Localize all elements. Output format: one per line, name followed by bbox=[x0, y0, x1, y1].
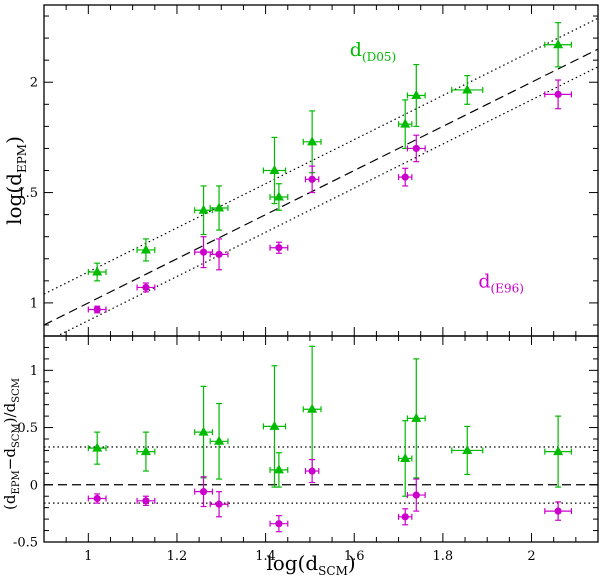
e96-series bbox=[87, 79, 573, 314]
dotted-reference-line bbox=[44, 17, 598, 295]
circle-point bbox=[215, 500, 223, 508]
triangle-point bbox=[273, 464, 284, 474]
triangle-point bbox=[400, 452, 411, 462]
top-panel: 11.52d(D05)d(E96)log(dEPM) bbox=[2, 4, 599, 337]
label-part: −d bbox=[1, 448, 19, 471]
label-part: ) bbox=[348, 551, 356, 575]
series-annotation: d(E96) bbox=[478, 270, 524, 295]
circle-point bbox=[554, 507, 562, 515]
triangle-point bbox=[411, 412, 422, 422]
triangle-point bbox=[92, 266, 103, 276]
label-sub: EPM bbox=[15, 144, 29, 173]
circle-point bbox=[308, 467, 316, 475]
y-tick-label: 1.5 bbox=[17, 186, 38, 201]
d05-series bbox=[87, 345, 573, 497]
circle-point bbox=[199, 488, 208, 496]
error-bar bbox=[136, 238, 156, 262]
label-sub: SCM bbox=[318, 564, 348, 578]
circle-point bbox=[275, 520, 283, 528]
x-tick-label: 1.6 bbox=[344, 549, 365, 564]
y-tick-label: 1 bbox=[30, 364, 38, 379]
triangle-point bbox=[92, 442, 103, 452]
dotted-reference-line bbox=[55, 66, 598, 336]
label-part: log(d bbox=[2, 173, 26, 225]
circle-point bbox=[142, 497, 150, 505]
series-annotation: d(D05) bbox=[350, 39, 396, 64]
triangle-point bbox=[214, 435, 225, 445]
circle-point bbox=[199, 248, 208, 256]
triangle-point bbox=[198, 204, 209, 214]
x-tick-label: 1.4 bbox=[255, 549, 276, 564]
triangle-point bbox=[269, 420, 280, 430]
circle-point bbox=[275, 244, 283, 252]
dashed-reference-line bbox=[44, 48, 598, 326]
circle-point bbox=[412, 491, 420, 499]
triangle-point bbox=[462, 84, 473, 94]
d05-series bbox=[87, 22, 573, 282]
x-tick-label: 1.2 bbox=[167, 549, 188, 564]
triangle-point bbox=[269, 165, 280, 174]
y-tick-label: 0 bbox=[30, 478, 38, 493]
triangle-point bbox=[140, 244, 151, 254]
label-part: log(d bbox=[266, 551, 318, 575]
label-part: ) bbox=[2, 136, 26, 144]
plot-frame bbox=[43, 335, 599, 543]
y-axis-label: log(dEPM) bbox=[2, 136, 29, 225]
triangle-point bbox=[307, 136, 318, 146]
triangle-point bbox=[214, 202, 225, 212]
annotation-main: d bbox=[478, 270, 490, 292]
x-axis-label: log(dSCM) bbox=[266, 551, 355, 578]
circle-point bbox=[142, 283, 150, 292]
triangle-point bbox=[553, 39, 564, 49]
y-axis-label: (dEPM−dSCM)/dSCM bbox=[1, 378, 22, 510]
circle-point bbox=[308, 175, 316, 183]
circle-point bbox=[412, 144, 420, 153]
reference-lines bbox=[44, 446, 598, 504]
label-sub: SCM bbox=[11, 378, 22, 403]
circle-point bbox=[401, 173, 409, 181]
annotation-sub: (D05) bbox=[362, 50, 396, 64]
label-sub: SCM bbox=[11, 423, 22, 448]
y-tick-label: -0.5 bbox=[13, 536, 38, 551]
reference-lines bbox=[44, 17, 598, 336]
circle-point bbox=[93, 494, 101, 503]
annotation-main: d bbox=[350, 39, 362, 61]
annotation-sub: (E96) bbox=[491, 281, 524, 295]
triangle-point bbox=[400, 118, 411, 128]
triangle-point bbox=[198, 426, 209, 436]
x-tick-label: 2 bbox=[527, 549, 535, 564]
triangle-point bbox=[462, 444, 473, 454]
e96-series bbox=[87, 459, 573, 533]
circle-point bbox=[554, 90, 562, 98]
triangle-point bbox=[411, 89, 422, 99]
y-tick-label: 1 bbox=[30, 296, 38, 311]
triangle-point bbox=[553, 446, 564, 456]
y-tick-label: 0.5 bbox=[17, 421, 38, 436]
x-tick-label: 1.8 bbox=[433, 549, 454, 564]
y-tick-label: 2 bbox=[30, 76, 38, 91]
triangle-point bbox=[273, 191, 284, 201]
triangle-point bbox=[307, 403, 318, 413]
triangle-point bbox=[140, 446, 151, 456]
x-tick-label: 1 bbox=[84, 549, 92, 564]
circle-point bbox=[93, 305, 101, 314]
circle-point bbox=[401, 513, 409, 521]
circle-point bbox=[215, 250, 223, 258]
label-part: (d bbox=[1, 494, 19, 510]
label-sub: EPM bbox=[11, 470, 22, 494]
label-part: )/d bbox=[1, 402, 19, 423]
